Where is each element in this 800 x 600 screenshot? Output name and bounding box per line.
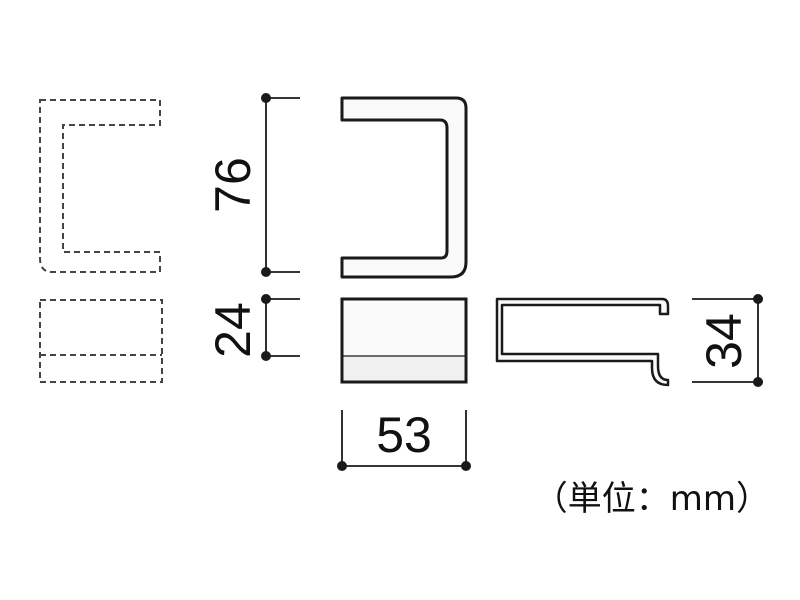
dimension-depth (692, 294, 763, 387)
base-front-view (340, 297, 468, 384)
dashed-ghost-views (39, 99, 163, 383)
dashed-base-outline (39, 299, 163, 383)
unit-label: （単位：mm） (534, 479, 770, 519)
side-profile-view (495, 297, 670, 387)
dimension-width (337, 410, 471, 471)
dimension-label-height-top: 76 (205, 157, 261, 213)
hook-front-view (340, 96, 468, 279)
dashed-hook-outline (39, 99, 161, 273)
dimension-height-top (261, 93, 300, 277)
dimension-label-width: 53 (376, 407, 432, 463)
dimension-height-bottom (261, 294, 300, 361)
dimension-label-depth: 34 (696, 313, 752, 369)
dimension-label-height-bottom: 24 (205, 302, 261, 358)
